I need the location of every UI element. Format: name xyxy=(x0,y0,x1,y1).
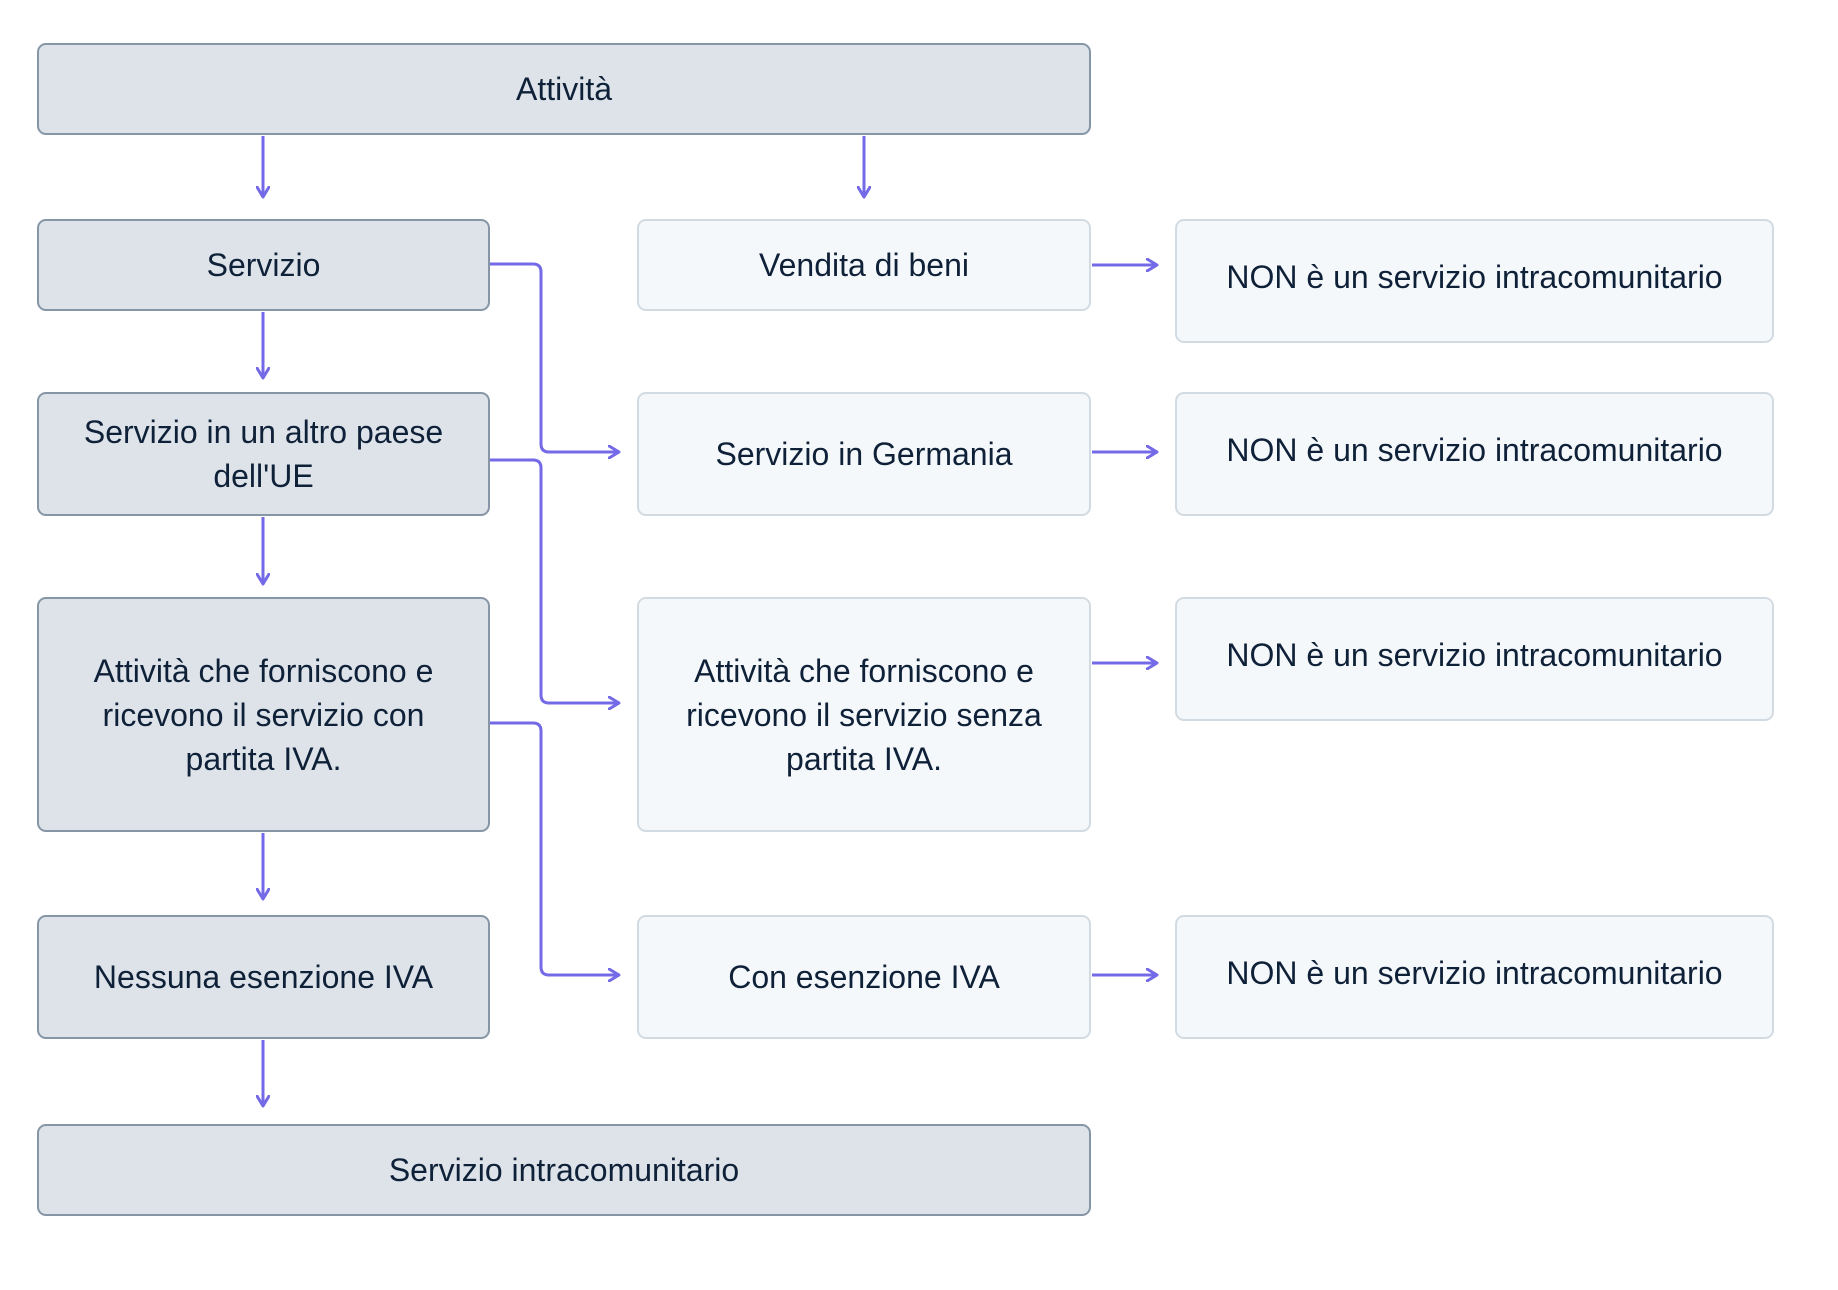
node-servizio-intracomunitario: Servizio intracomunitario xyxy=(37,1124,1091,1216)
node-servizio-in-germania: Servizio in Germania xyxy=(637,392,1091,516)
outcome-label: NON è un servizio intracomunitario xyxy=(1226,432,1723,468)
arrow-partita-iva-to-con-esenzione xyxy=(490,721,619,975)
outcome-non-intracomunitario-4: NON è un servizio intracomunitario xyxy=(1175,915,1774,1039)
node-servizio: Servizio xyxy=(37,219,490,311)
arrow-altro-paese-to-senza-partita-iva xyxy=(490,458,619,703)
node-servizio-intracomunitario-label: Servizio intracomunitario xyxy=(388,1152,740,1188)
node-attivita-senza-partita-iva: Attività che forniscono e ricevono il se… xyxy=(637,597,1091,832)
node-nessuna-esenzione-iva: Nessuna esenzione IVA xyxy=(37,915,490,1039)
node-attivita-senza-partita-iva-label: Attività che forniscono e ricevono il se… xyxy=(686,652,1042,777)
node-attivita-con-partita-iva-label: Attività che forniscono e ricevono il se… xyxy=(93,652,434,777)
outcome-non-intracomunitario-3: NON è un servizio intracomunitario xyxy=(1175,597,1774,721)
outcome-non-intracomunitario-2: NON è un servizio intracomunitario xyxy=(1175,392,1774,516)
outcome-label: NON è un servizio intracomunitario xyxy=(1226,955,1723,991)
node-servizio-altro-paese: Servizio in un altro paese dell'UE xyxy=(37,392,490,516)
node-vendita-di-beni: Vendita di beni xyxy=(637,219,1091,311)
node-attivita-label: Attività xyxy=(515,71,613,107)
node-vendita-di-beni-label: Vendita di beni xyxy=(759,247,969,283)
node-attivita: Attività xyxy=(37,43,1091,135)
node-attivita-con-partita-iva: Attività che forniscono e ricevono il se… xyxy=(37,597,490,832)
node-servizio-altro-paese-label: Servizio in un altro paese dell'UE xyxy=(83,414,444,494)
node-servizio-label: Servizio xyxy=(206,247,321,283)
outcome-label: NON è un servizio intracomunitario xyxy=(1226,637,1723,673)
node-nessuna-esenzione-iva-label: Nessuna esenzione IVA xyxy=(93,959,434,995)
outcome-non-intracomunitario-1: NON è un servizio intracomunitario xyxy=(1175,219,1774,343)
node-servizio-in-germania-label: Servizio in Germania xyxy=(715,436,1013,472)
outcome-label: NON è un servizio intracomunitario xyxy=(1226,259,1723,295)
node-con-esenzione-iva-label: Con esenzione IVA xyxy=(728,959,1000,995)
node-con-esenzione-iva: Con esenzione IVA xyxy=(637,915,1091,1039)
arrow-servizio-to-germania xyxy=(490,262,619,452)
